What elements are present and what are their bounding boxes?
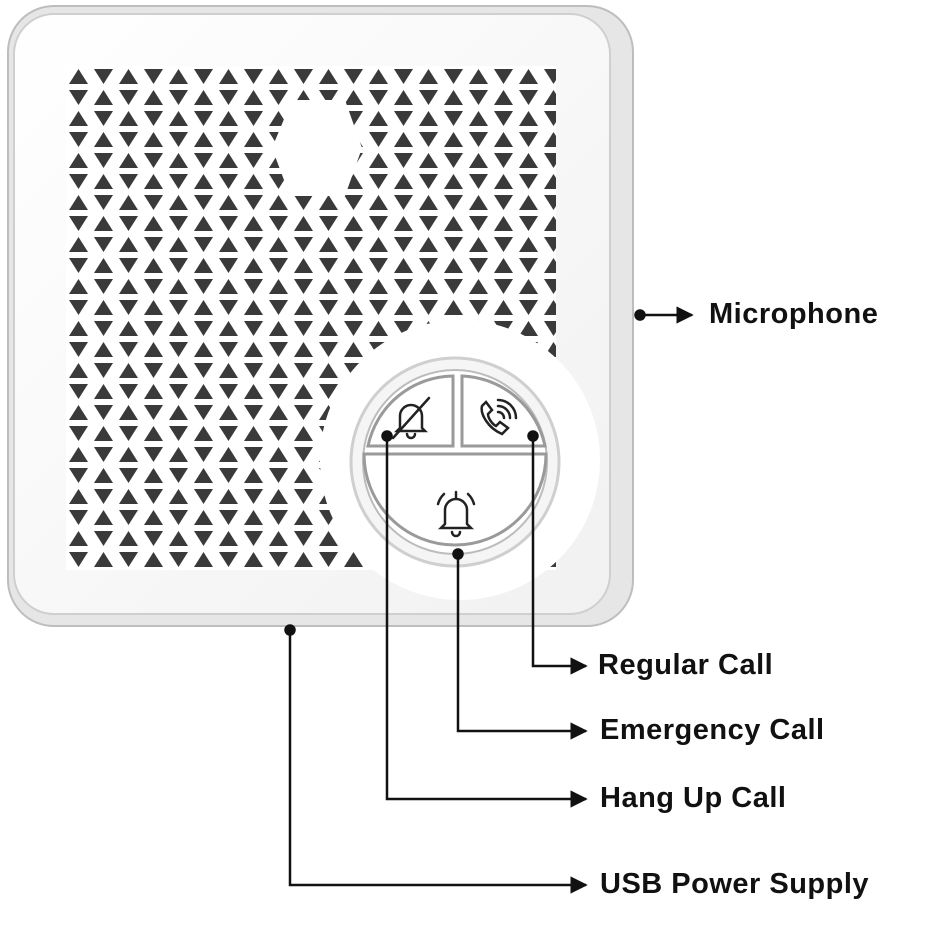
regular-call-button[interactable]: [460, 374, 547, 448]
callout-lines: [284, 306, 694, 894]
regular-call-leader: [531, 436, 588, 675]
hang-up-call-label: Hang Up Call: [600, 782, 787, 814]
hang-up-button[interactable]: [366, 374, 455, 448]
regular-call-label: Regular Call: [598, 649, 774, 681]
grille-hexagon-blank: [272, 100, 362, 196]
hang-up-call-leader: [385, 436, 588, 808]
bell-off-icon: [391, 396, 431, 440]
phone-ringing-icon: [480, 398, 518, 436]
emergency-call-button[interactable]: [362, 452, 548, 547]
usb-power-supply-label: USB Power Supply: [600, 868, 870, 900]
emergency-call-label: Emergency Call: [600, 714, 825, 746]
emergency-call-leader: [456, 554, 588, 740]
microphone-label: Microphone: [709, 298, 879, 330]
usb-power-leader: [288, 630, 588, 894]
bell-ringing-icon: [436, 490, 476, 538]
